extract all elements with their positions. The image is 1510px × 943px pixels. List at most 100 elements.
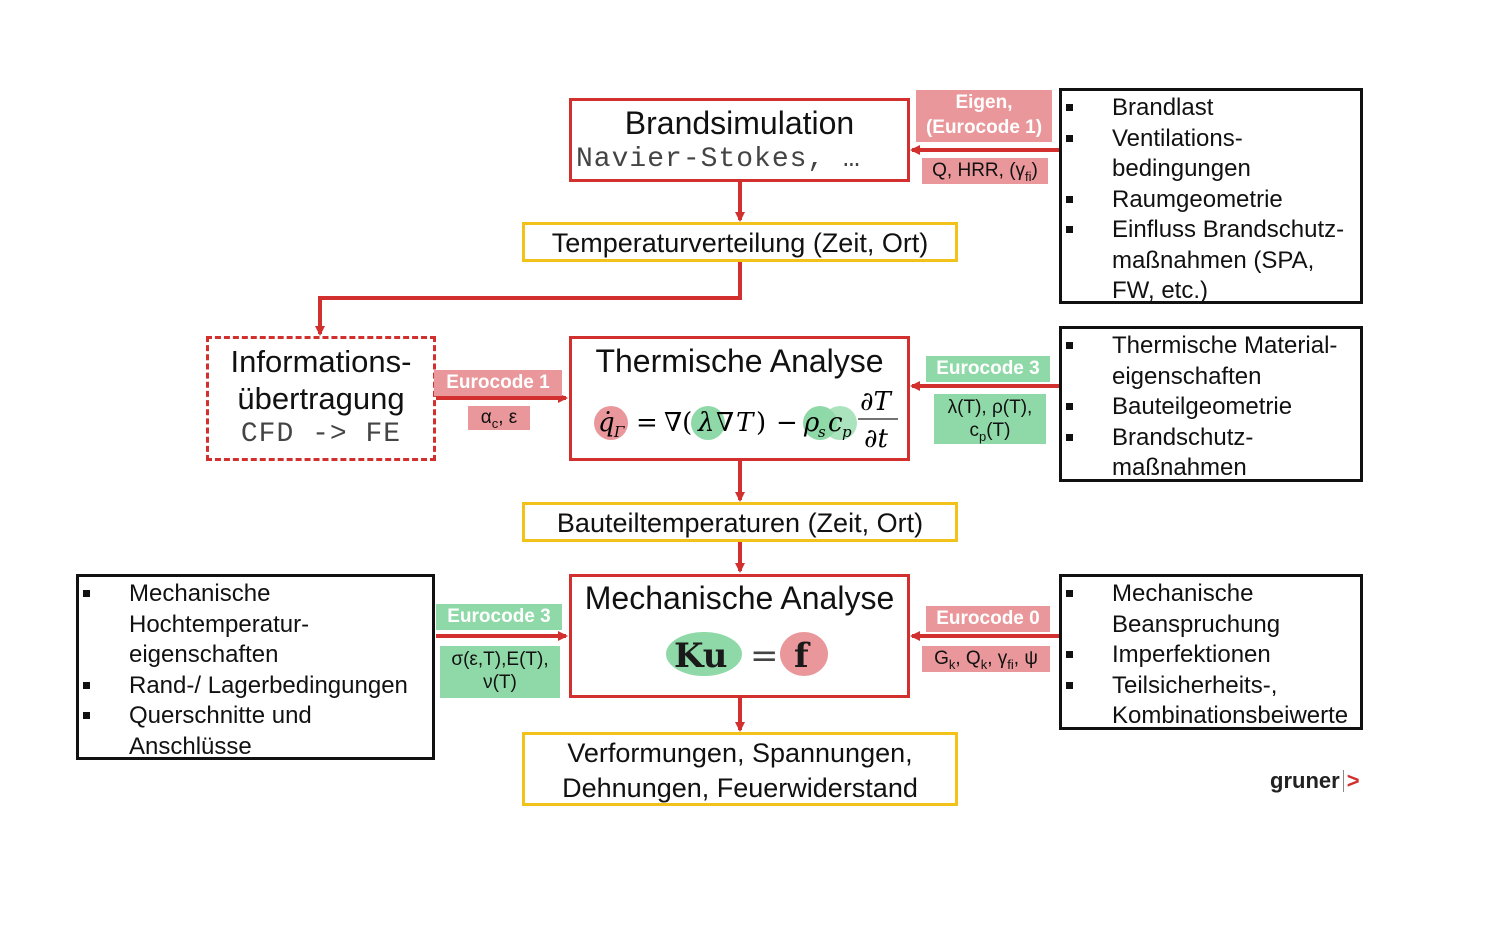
thermal-analysis-box: Thermische Analyse q̇ Γ = ∇( λ ∇ T ) − ρ…: [569, 336, 910, 461]
svg-text:): ): [756, 408, 766, 438]
arrow-temp-to-info: [315, 262, 742, 336]
thermal-params-c-sub: p: [979, 428, 987, 444]
thermal-analysis-title: Thermische Analyse: [595, 343, 884, 379]
mechanical-property-item: Rand-/ Lagerbedingungen: [83, 671, 432, 702]
svg-text:T: T: [736, 408, 755, 438]
gruner-logo-text: gruner: [1270, 768, 1340, 793]
information-transfer-line1: Informations-: [230, 344, 412, 379]
component-temperatures-box: Bauteiltemperaturen (Zeit, Ort): [522, 502, 958, 542]
eurocode3-mechanical-tag: Eurocode 3: [436, 604, 562, 630]
stiffness-equation: Ku = f: [666, 632, 828, 676]
thermal-params-c: c: [969, 420, 980, 441]
brandsim-params-main: Q, HRR, (γ: [932, 160, 1026, 181]
svg-text:∇(: ∇(: [664, 408, 692, 438]
heat-equation: q̇ Γ = ∇( λ ∇ T ) − ρ s c p ∂T ∂t: [594, 387, 898, 453]
svg-text:∇: ∇: [716, 408, 734, 438]
mechanical-load-item: Teilsicherheits-,: [1066, 671, 1360, 702]
information-transfer-line2: übertragung: [237, 381, 405, 416]
mechanical-load-item: Mechanische: [1066, 579, 1360, 610]
gruner-logo-divider: [1342, 770, 1344, 792]
mechanical-property-item: Hochtemperatur-: [129, 610, 310, 638]
equation-f: f: [794, 636, 811, 676]
mech-right-q: , Q: [955, 648, 981, 669]
results-box: Verformungen, Spannungen, Dehnungen, Feu…: [522, 732, 958, 806]
mech-right-gamma: , γ: [987, 648, 1008, 669]
gruner-logo: gruner>: [1270, 768, 1370, 798]
brandsim-params-end: ): [1031, 160, 1038, 181]
gruner-logo-mark: >: [1346, 768, 1360, 793]
eurocode1-tag: Eurocode 1: [434, 370, 562, 396]
mechanical-right-params: Gk, Qk, γfi, ψ: [922, 646, 1050, 672]
thermal-params: λ(T), ρ(T), cp(T): [934, 394, 1046, 444]
mech-right-g-sub: k: [948, 656, 956, 672]
mechanical-analysis-title: Mechanische Analyse: [584, 580, 895, 616]
fire-input-item: maßnahmen (SPA,: [1112, 246, 1315, 274]
mech-right-gamma-sub: fi: [1007, 656, 1014, 672]
equation-equals: =: [750, 636, 779, 676]
eurocode0-tag: Eurocode 0: [926, 606, 1050, 632]
brandsimulation-title: Brandsimulation: [624, 105, 855, 141]
component-temperatures-label: Bauteiltemperaturen (Zeit, Ort): [556, 508, 924, 538]
results-line2: Dehnungen, Feuerwiderstand: [562, 773, 918, 803]
svg-text:∂T: ∂T: [860, 387, 892, 417]
brandsimulation-box: Brandsimulation Navier-Stokes, …: [569, 98, 910, 182]
info-params-alpha: α: [480, 407, 492, 428]
svg-text:ρ: ρ: [803, 408, 820, 438]
svg-text:p: p: [842, 423, 852, 441]
thermal-input-item: maßnahmen: [1112, 454, 1247, 481]
svg-text:q̇: q̇: [598, 408, 615, 438]
info-params-alpha-sub: c: [491, 415, 499, 431]
eigen-tag-line2: (Eurocode 1): [925, 117, 1043, 138]
eigen-tag-line1: Eigen,: [955, 92, 1013, 113]
fire-input-item: Raumgeometrie: [1066, 185, 1360, 216]
brandsim-params: Q, HRR, (γfi): [922, 158, 1048, 184]
mech-right-g: G: [934, 648, 949, 669]
thermal-params-line1: λ(T), ρ(T),: [947, 397, 1033, 418]
mechanical-left-params: σ(ε,T),E(T), ν(T): [440, 646, 560, 698]
mechanical-analysis-box: Mechanische Analyse Ku = f: [569, 574, 910, 698]
mech-right-psi: , ψ: [1013, 648, 1038, 669]
eurocode3-thermal-tag: Eurocode 3: [926, 356, 1050, 382]
results-line1: Verformungen, Spannungen,: [567, 738, 913, 768]
mechanical-left-params-line1: σ(ε,T),E(T),: [451, 649, 549, 670]
svg-text:−: −: [776, 408, 798, 438]
mechanical-property-item: Anschlüsse: [129, 732, 252, 760]
svg-text:λ: λ: [697, 408, 714, 438]
fire-input-item: FW, etc.): [1112, 277, 1208, 304]
mechanical-load-item: Kombinationsbeiwerte: [1112, 702, 1349, 729]
temperature-distribution-label: Temperaturverteilung (Zeit, Ort): [551, 228, 929, 258]
svg-text:Γ: Γ: [613, 423, 625, 441]
info-params: αc, ε: [468, 406, 530, 431]
svg-text:∂t: ∂t: [864, 424, 888, 453]
thermal-input-item: eigenschaften: [1112, 362, 1262, 390]
svg-text:c: c: [828, 408, 843, 438]
fire-input-item: bedingungen: [1112, 155, 1251, 182]
thermal-input-item: Bauteilgeometrie: [1066, 392, 1360, 423]
information-transfer-code: CFD -> FE: [240, 419, 402, 450]
mechanical-left-params-line2: ν(T): [483, 672, 517, 693]
svg-text:=: =: [636, 408, 658, 438]
mechanical-load-item: Beanspruchung: [1112, 610, 1281, 638]
information-transfer-box: Informations- übertragung CFD -> FE: [206, 336, 436, 461]
thermal-params-c-end: (T): [986, 420, 1011, 441]
info-params-rest: , ε: [498, 407, 518, 428]
fire-input-item: Einfluss Brandschutz-: [1066, 215, 1360, 246]
mechanical-property-item: Querschnitte und: [83, 701, 432, 732]
mech-right-q-sub: k: [980, 656, 988, 672]
fire-input-item: Brandlast: [1066, 93, 1360, 124]
equation-ku: Ku: [674, 636, 728, 676]
thermal-input-item: Brandschutz-: [1066, 423, 1360, 454]
temperature-distribution-box: Temperaturverteilung (Zeit, Ort): [522, 222, 958, 262]
brandsimulation-subtitle: Navier-Stokes, …: [576, 144, 861, 175]
mechanical-property-item: Mechanische: [83, 579, 432, 610]
svg-text:s: s: [818, 423, 826, 441]
brandsim-params-sub: fi: [1025, 168, 1032, 184]
